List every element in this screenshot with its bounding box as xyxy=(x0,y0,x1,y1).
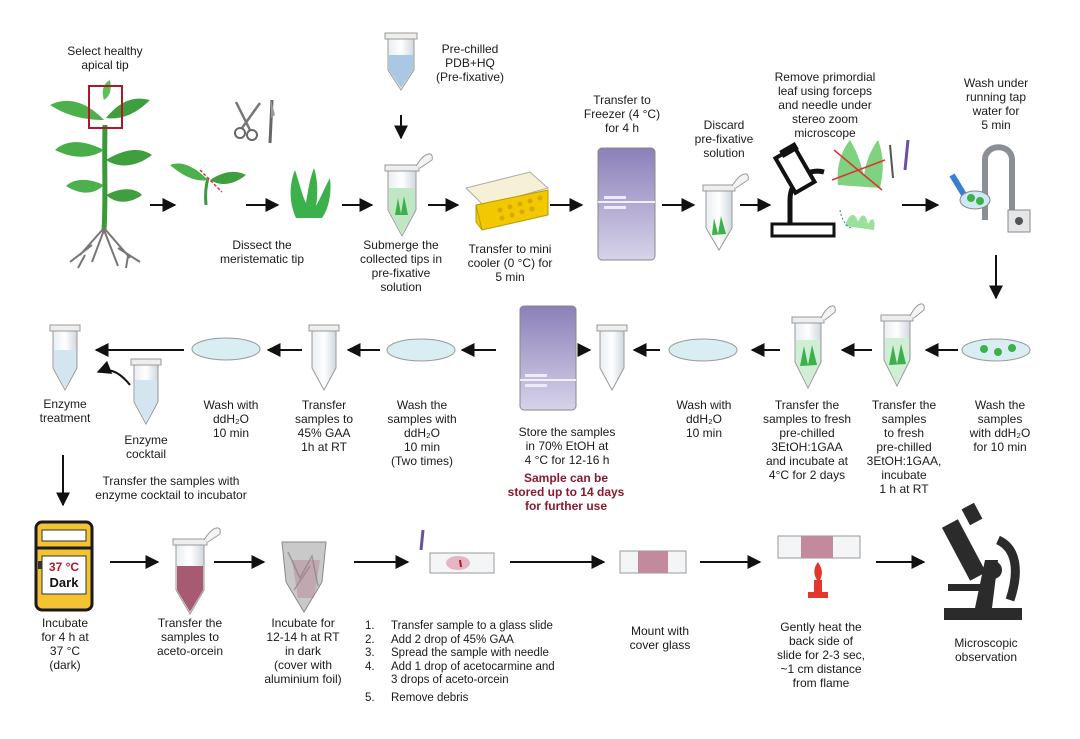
etoh-tube-2d-icon xyxy=(791,305,836,390)
enzyme-treatment-tube-icon xyxy=(49,324,81,392)
scissors-icon xyxy=(234,101,262,141)
plant-icon xyxy=(50,80,152,269)
petri-dish-icon xyxy=(386,338,456,362)
mini-cooler-icon xyxy=(465,171,550,231)
step-item: 1.Transfer sample to a glass slide xyxy=(365,620,553,632)
label-incubate-12h: Incubate for 12-14 h at RT in dark (cove… xyxy=(264,616,342,686)
petri-dish-icon xyxy=(668,338,738,362)
meristem-tip-icon xyxy=(290,168,331,218)
petri-dish-icon xyxy=(191,337,261,361)
label-wash-ddh2o-b: Wash with ddH₂O 10 min xyxy=(676,398,732,440)
discard-tube-icon xyxy=(702,173,749,251)
label-transfer-3etoh-2d: Transfer the samples to fresh pre-chille… xyxy=(762,398,852,482)
label-submerge: Submerge the collected tips in pre-fixat… xyxy=(359,238,443,294)
incubator-icon xyxy=(34,520,94,612)
step-item: 4.Add 1 drop of acetocarmine and 3 drops… xyxy=(365,660,555,687)
label-freezer: Transfer to Freezer (4 °C) for 4 h xyxy=(583,93,661,135)
label-store-note: Sample can be stored up to 14 days for f… xyxy=(507,471,625,513)
enzyme-cocktail-tube-icon xyxy=(130,358,162,426)
freezer-icon xyxy=(597,147,656,261)
incubator-dark-label: Dark xyxy=(50,575,80,590)
label-transfer-3etoh-1h: Transfer the samples to fresh pre-chille… xyxy=(866,398,942,496)
incubator-temp: 37 °C xyxy=(49,560,79,574)
step-item: 3.Spread the sample with needle xyxy=(365,647,549,659)
label-discard: Discard pre-fixative solution xyxy=(694,118,754,160)
petri-dish-icon xyxy=(961,338,1031,362)
label-mini-cooler: Transfer to mini cooler (0 °C) for 5 min xyxy=(467,242,553,284)
compound-microscope-icon xyxy=(941,502,1022,620)
step-item: 2.Add 2 drop of 45% GAA xyxy=(365,633,514,646)
stereo-microscope-icon xyxy=(770,142,836,238)
selection-box xyxy=(88,85,123,129)
scalpel-icon xyxy=(268,99,275,144)
cut-tip-icon xyxy=(170,163,246,206)
submerge-tube-icon xyxy=(384,153,433,238)
label-micro-obs: Microscopic observation xyxy=(954,636,1018,664)
storage-tube-icon xyxy=(596,324,628,392)
row1-arrows xyxy=(150,115,1003,300)
cover-glass-slide-icon xyxy=(619,550,687,574)
label-wash-ddh2o: Wash the samples with ddH₂O for 10 min xyxy=(969,398,1031,454)
procedure-steps: 1.Transfer sample to a glass slide 2.Add… xyxy=(365,620,605,705)
label-remove-leaf: Remove primordial leaf using forceps and… xyxy=(774,70,876,140)
aceto-orcein-tube-icon xyxy=(172,527,221,615)
gaa-tube-icon xyxy=(308,324,340,392)
label-incubate-4h: Incubate for 4 h at 37 °C (dark) xyxy=(41,616,89,672)
leaf-primordia-icon xyxy=(831,140,886,230)
water-tap-icon xyxy=(949,144,1031,233)
curved-arrow xyxy=(96,360,131,386)
label-store: Store the samples in 70% EtOH at 4 °C fo… xyxy=(518,425,616,467)
label-wash-two-times: Wash the samples with ddH₂O 10 min (Two … xyxy=(387,398,457,468)
label-dissect: Dissect the meristematic tip xyxy=(219,238,305,266)
label-enzyme-cocktail: Enzyme cocktail xyxy=(124,433,168,461)
label-heat: Gently heat the back side of slide for 2… xyxy=(776,620,866,690)
needle-icon xyxy=(903,139,910,171)
step-item: 5.Remove debris xyxy=(365,691,469,704)
label-wash-tap: Wash under running tap water for 5 min xyxy=(963,76,1029,132)
foil-covered-tube-icon xyxy=(281,541,327,613)
prechilled-tube-icon xyxy=(384,32,418,91)
label-transfer-incubator: Transfer the samples with enzyme cocktai… xyxy=(95,474,247,502)
label-prechilled: Pre-chilled PDB+HQ (Pre-fixative) xyxy=(435,42,504,84)
label-select-tip: Select healthy apical tip xyxy=(67,44,143,72)
label-transfer-gaa: Transfer samples to 45% GAA 1h at RT xyxy=(294,398,354,454)
glass-slide-sample-icon xyxy=(419,529,495,574)
label-enzyme-treatment: Enzyme treatment xyxy=(39,397,91,425)
row2-arrows xyxy=(56,343,958,507)
storage-freezer-icon xyxy=(519,305,577,411)
slide-flame-icon xyxy=(777,535,861,598)
etoh-tube-1h-icon xyxy=(880,303,925,388)
label-wash-ddh2o-c: Wash with ddH₂O 10 min xyxy=(203,398,259,440)
label-transfer-aceto: Transfer the samples to aceto-orcein xyxy=(156,616,224,658)
label-mount: Mount with cover glass xyxy=(629,624,691,652)
